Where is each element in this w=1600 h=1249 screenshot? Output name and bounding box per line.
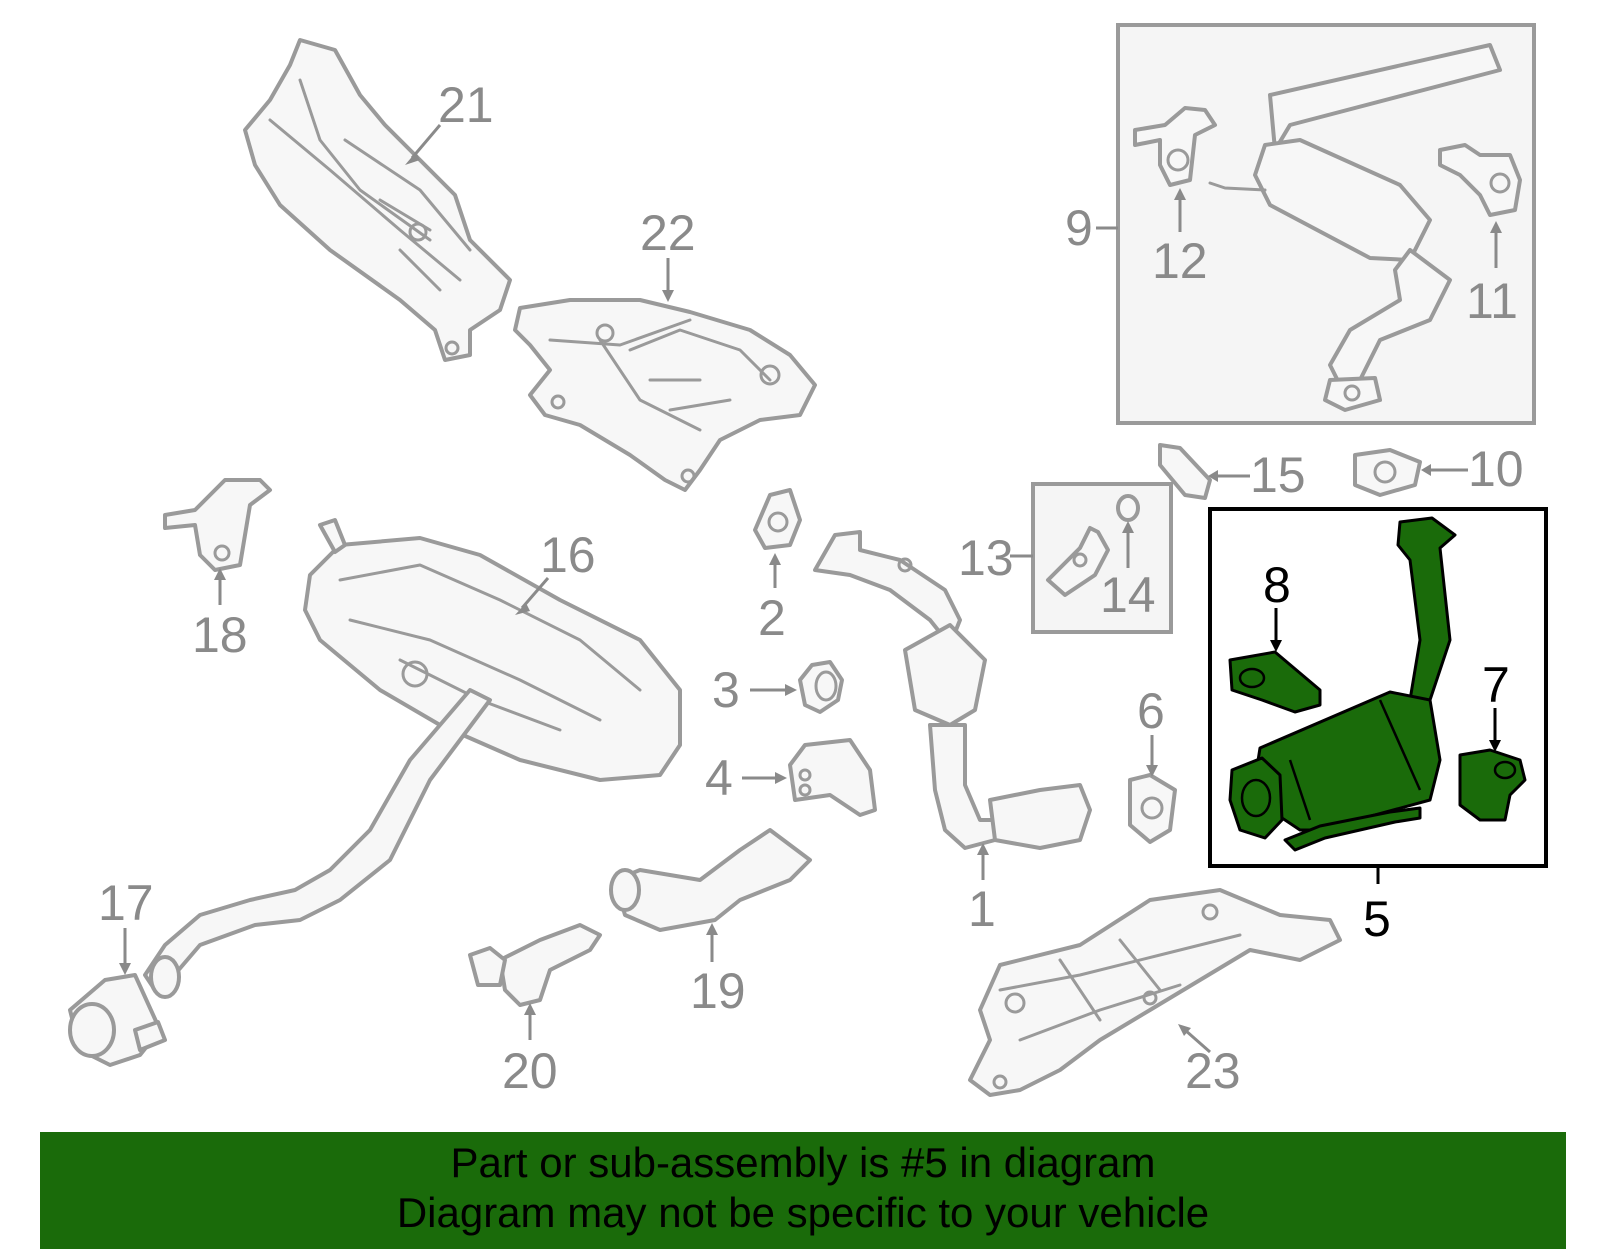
- part-7-mount[interactable]: [1458, 748, 1527, 822]
- part-16-muffler-pipe[interactable]: [143, 518, 682, 999]
- callout-15: 15: [1250, 447, 1306, 503]
- info-banner: Part or sub-assembly is #5 in diagram Di…: [40, 1132, 1566, 1249]
- part-2-gasket[interactable]: [753, 488, 802, 550]
- callout-9: 9: [1065, 200, 1093, 256]
- callout-2: 2: [758, 590, 786, 646]
- callout-19: 19: [690, 963, 746, 1019]
- part-18-bracket[interactable]: [163, 478, 272, 572]
- part-9-rear-pipe-muffler[interactable]: [1208, 43, 1502, 412]
- part-10-gasket[interactable]: [1353, 448, 1422, 497]
- callout-8: 8: [1263, 557, 1291, 613]
- part-23-heat-shield[interactable]: [968, 888, 1342, 1097]
- callout-18: 18: [192, 607, 248, 663]
- part-3-bushing[interactable]: [798, 660, 844, 714]
- part-17-clamp[interactable]: [68, 973, 167, 1067]
- callout-16: 16: [540, 527, 596, 583]
- part-12-hanger[interactable]: [1133, 106, 1217, 187]
- callout-5: 5: [1363, 891, 1391, 947]
- callout-17: 17: [98, 875, 154, 931]
- part-14-o-ring[interactable]: [1116, 494, 1140, 522]
- callout-4: 4: [705, 750, 733, 806]
- callout-12: 12: [1152, 233, 1208, 289]
- callout-6: 6: [1137, 683, 1165, 739]
- part-8-mount[interactable]: [1228, 650, 1322, 714]
- part-20-hose-connector[interactable]: [468, 923, 602, 1007]
- callout-22: 22: [640, 205, 696, 261]
- part-6-gasket[interactable]: [1128, 773, 1177, 844]
- callout-3: 3: [712, 662, 740, 718]
- callout-14: 14: [1100, 567, 1156, 623]
- banner-line-1: Part or sub-assembly is #5 in diagram: [450, 1139, 1156, 1186]
- part-1-front-pipe-catalytic-converter[interactable]: [813, 530, 1092, 850]
- part-13-sensor[interactable]: [1046, 526, 1110, 597]
- callout-1: 1: [968, 881, 996, 937]
- callout-21: 21: [438, 77, 494, 133]
- part-19-hose[interactable]: [609, 828, 812, 932]
- part-11-hanger[interactable]: [1438, 143, 1522, 217]
- callout-11: 11: [1466, 273, 1518, 329]
- callout-7: 7: [1482, 657, 1510, 713]
- callout-20: 20: [502, 1043, 558, 1099]
- callout-13: 13: [958, 530, 1014, 586]
- part-4-bracket[interactable]: [788, 738, 877, 817]
- banner-line-2: Diagram may not be specific to your vehi…: [396, 1189, 1210, 1236]
- callout-10: 10: [1468, 441, 1524, 497]
- part-5-particulate-filter-assembly[interactable]: [1228, 516, 1457, 852]
- part-15-gasket[interactable]: [1158, 443, 1212, 500]
- callout-23: 23: [1185, 1043, 1241, 1099]
- part-22-heat-shield[interactable]: [513, 298, 817, 492]
- part-21-heat-shield[interactable]: [243, 38, 512, 362]
